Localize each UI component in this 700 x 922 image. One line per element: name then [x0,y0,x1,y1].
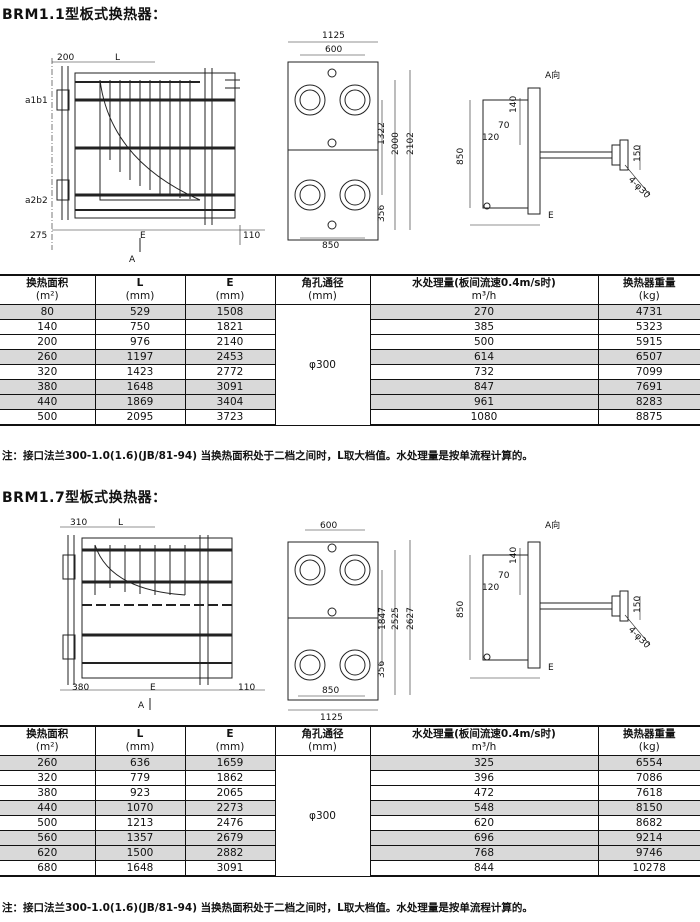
table-row: 380 1648 3091 847 7691 [0,379,700,395]
end-view-e-label: E [548,211,554,221]
section-1-note: 注：接口法兰300-1.0(1.6)(JB/81-94) 当换热面积处于二档之间… [2,450,533,462]
spec-table-2: 换热面积(m²) L(mm) E(mm) 角孔通径(mm) 水处理量(板间流速0… [0,725,700,877]
table-row: 140 750 1821 385 5323 [0,319,700,335]
dim-600-2: 600 [320,521,337,531]
dim-1125: 1125 [322,31,345,41]
dim-356: 356 [377,205,387,222]
label-a2b2: a2b2 [25,196,48,206]
table-row: 440 1070 2273 548 8150 [0,800,700,816]
dim-850-2: 850 [322,686,339,696]
table-row: 260 1197 2453 614 6507 [0,349,700,365]
header-l: L(mm) [94,274,185,305]
table-row: 560 1357 2679 696 9214 [0,830,700,846]
dim-4-phi30-2: 4-φ30 [626,625,652,651]
table-row: 440 1869 3404 961 8283 [0,394,700,410]
dim-120: 120 [482,133,499,143]
header-e: E(mm) [184,725,275,756]
table-row: 260 636 1659 φ300 325 6554 [0,755,700,877]
dim-1125-2: 1125 [320,713,343,723]
dim-2102: 2102 [406,132,416,155]
table-header-row: 换热面积(m²) L(mm) E(mm) 角孔通径(mm) 水处理量(板间流速0… [0,274,700,305]
dim-1322: 1322 [377,122,387,145]
header-e: E(mm) [184,274,275,305]
section-1-drawings: 200 L a1b1 a2b2 275 E 110 A 1125 600 132… [25,31,652,265]
dim-70: 70 [498,121,510,131]
dim-200: 200 [57,53,74,63]
table-row: 380 923 2065 472 7618 [0,785,700,801]
dim-850: 850 [322,241,339,251]
spec-table-1: 换热面积(m²) L(mm) E(mm) 角孔通径(mm) 水处理量(板间流速0… [0,274,700,426]
section-2-note: 注：接口法兰300-1.0(1.6)(JB/81-94) 当换热面积处于二档之间… [2,902,533,914]
arrow-a-label-2: A [138,701,145,711]
dim-140-2: 140 [509,547,519,564]
end-view-drawing-1 [469,87,651,226]
table-row: 80 529 1508 φ300 270 4731 [0,304,700,426]
dim-850-end: 850 [456,148,466,165]
end-view-drawing-2 [469,541,651,679]
dim-110-2: 110 [238,683,255,693]
dim-380: 380 [72,683,89,693]
table-row: 500 1213 2476 620 8682 [0,815,700,831]
dim-140: 140 [509,96,519,113]
dim-310: 310 [70,518,87,528]
label-a1b1: a1b1 [25,96,48,106]
header-flow: 水处理量(板间流速0.4m/s时)m³/h [369,725,598,756]
dim-110: 110 [243,231,260,241]
dim-4-phi30: 4-φ30 [626,175,652,201]
table-row: 620 1500 2882 768 9746 [0,845,700,861]
dim-2000: 2000 [391,132,401,155]
dim-120-2: 120 [482,583,499,593]
arrow-a-label: A [129,255,136,265]
bore-cell: φ300 [274,304,370,426]
header-l: L(mm) [94,725,185,756]
header-bore: 角孔通径(mm) [274,725,370,756]
dim-2525: 2525 [391,607,401,630]
dim-150-2: 150 [633,596,643,613]
dim-600: 600 [325,45,342,55]
table-row: 320 779 1862 396 7086 [0,770,700,786]
dim-l-2: L [118,518,123,528]
dim-70-2: 70 [498,571,510,581]
dim-e: E [140,231,146,241]
dim-1847: 1847 [378,607,388,630]
dim-150: 150 [633,145,643,162]
end-view-a-label: A向 [545,69,560,81]
dim-275: 275 [30,231,47,241]
dim-e-2: E [150,683,156,693]
table-row: 200 976 2140 500 5915 [0,334,700,350]
dim-l: L [115,53,120,63]
side-view-drawing-1 [51,58,265,252]
section-2-drawings: 310 L 380 E 110 A 600 1847 2525 2627 356… [60,518,652,723]
table-row: 320 1423 2772 732 7099 [0,364,700,380]
side-view-drawing-2 [60,526,265,710]
dim-850-end-2: 850 [456,601,466,618]
section-2-title: BRM1.7型板式换热器： [2,490,167,506]
table-header-row: 换热面积(m²) L(mm) E(mm) 角孔通径(mm) 水处理量(板间流速0… [0,725,700,756]
header-area: 换热面积(m²) [0,725,95,756]
header-weight: 换热器重量(kg) [597,725,700,756]
header-bore: 角孔通径(mm) [274,274,370,305]
header-weight: 换热器重量(kg) [597,274,700,305]
end-view-a-label-2: A向 [545,519,560,531]
end-view-e-label-2: E [548,663,554,673]
front-view-drawing-2 [287,529,411,711]
header-area: 换热面积(m²) [0,274,95,305]
bore-cell: φ300 [274,755,370,877]
dim-2627: 2627 [406,607,416,630]
section-1-title: BRM1.1型板式换热器： [2,7,167,23]
table-row: 500 2095 3723 1080 8875 [0,409,700,426]
header-flow: 水处理量(板间流速0.4m/s时)m³/h [369,274,598,305]
dim-356-2: 356 [377,661,387,678]
table-row: 680 1648 3091 844 10278 [0,860,700,877]
front-view-drawing-1 [287,41,411,241]
